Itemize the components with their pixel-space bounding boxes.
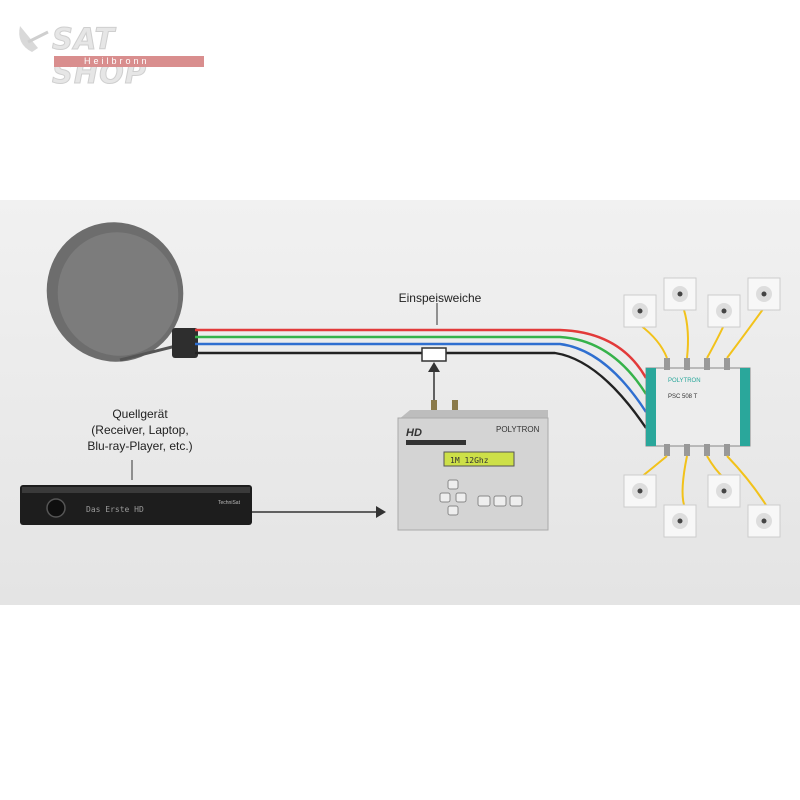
socket-icon	[747, 504, 781, 538]
modulator-hd-label: HD	[406, 427, 422, 439]
einspeisweiche-box	[421, 347, 447, 362]
satellite-dish	[46, 222, 198, 362]
logo-subtitle: Heilbronn	[54, 56, 204, 67]
logo-dish-icon	[19, 26, 49, 52]
socket-icon	[707, 474, 741, 508]
source-device-label: Quellgerät (Receiver, Laptop, Blu-ray-Pl…	[70, 406, 210, 454]
socket-icon	[707, 294, 741, 328]
arrow-up-icon	[428, 362, 440, 372]
multiswitch-brand: POLYTRON	[668, 378, 701, 384]
socket-icon	[747, 277, 781, 311]
einspeisweiche-label: Einspeisweiche	[398, 291, 482, 305]
cable-red	[195, 328, 648, 379]
modulator-brand: POLYTRON	[496, 425, 540, 434]
wall-sockets	[623, 277, 781, 538]
sat-cables	[195, 328, 648, 429]
socket-icon	[623, 474, 657, 508]
cable-black	[195, 351, 647, 429]
sat-shop-logo: SAT SHOP Heilbronn	[14, 22, 214, 91]
source-label-line1: Quellgerät	[112, 407, 168, 421]
source-label-line3: Blu-ray-Player, etc.)	[87, 439, 193, 453]
modulator-display: 1M 12Ghz	[450, 456, 489, 465]
receiver-brand: TechniSat	[218, 500, 241, 506]
source-label-line2: (Receiver, Laptop,	[91, 423, 189, 437]
socket-icon	[623, 294, 657, 328]
cable-green	[195, 335, 648, 395]
hd-modulator: HD POLYTRON 1M 12Ghz	[397, 400, 549, 531]
multiswitch-model: PSC 508 T	[668, 394, 698, 400]
cable-blue	[195, 342, 648, 413]
receiver-display: Das Erste HD	[86, 505, 144, 514]
arrow-right-icon	[376, 506, 386, 518]
socket-icon	[663, 504, 697, 538]
multiswitch: POLYTRON PSC 508 T	[645, 358, 751, 456]
receiver-device: Das Erste HD TechniSat	[20, 485, 252, 525]
lnb	[172, 328, 198, 358]
socket-icon	[663, 277, 697, 311]
